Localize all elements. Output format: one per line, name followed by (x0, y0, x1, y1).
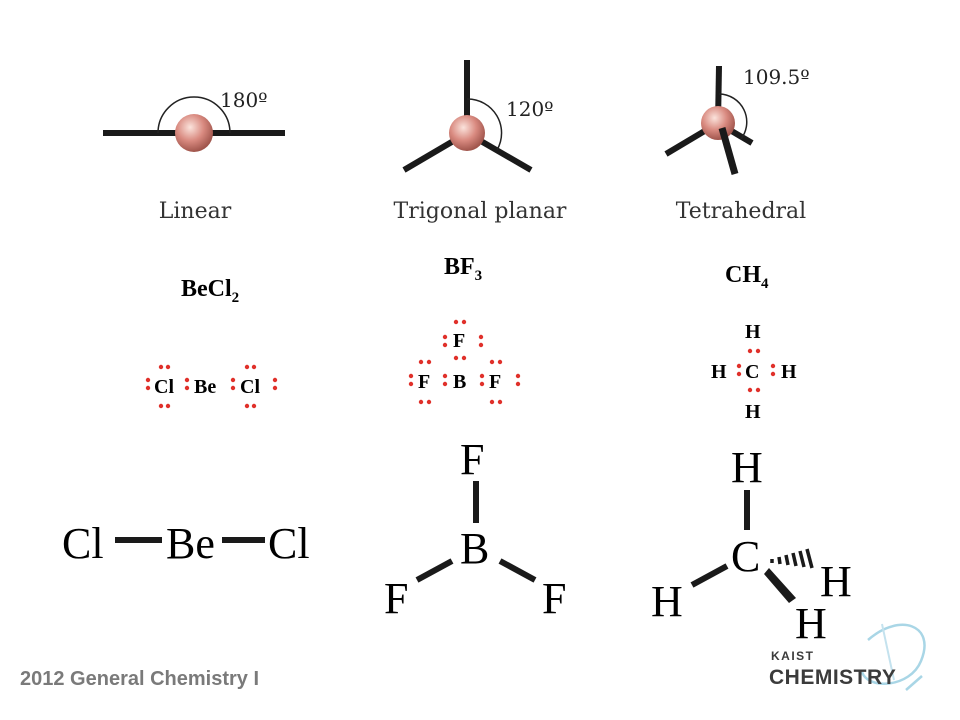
formula-ch4: CH4 (725, 262, 769, 292)
logo-flask-line-icon (881, 623, 895, 681)
lewis-ch4-h-bottom: H (745, 401, 761, 423)
struct-ch4-h-right: H (820, 557, 852, 606)
lewis-bf3-f-left: F (418, 371, 430, 393)
struct-ch4-c: C (731, 532, 760, 581)
struct-ch4-h-bottom: H (795, 599, 827, 648)
footer-course-title: 2012 General Chemistry I (20, 668, 260, 690)
struct-ch4-hashed-wedge (770, 548, 814, 569)
tetra-angle-label: 109.5º (743, 65, 810, 89)
linear-model: 180º Linear (103, 88, 285, 224)
linear-angle-label: 180º (220, 88, 268, 112)
lewis-ch4-h-right: H (781, 361, 797, 383)
lewis-bf3-b: B (453, 371, 466, 393)
lewis-becl2: Cl Be Cl (145, 364, 278, 409)
tetra-angle-arc (718, 93, 748, 140)
struct-becl2-cl-right: Cl (268, 519, 310, 568)
tetra-bond-front (718, 127, 739, 175)
tetra-center-atom (701, 106, 735, 140)
lewis-becl2-cl-right: Cl (240, 376, 260, 398)
struct-ch4-bond-left (690, 563, 729, 588)
struct-ch4-h-left: H (651, 577, 683, 626)
kaist-chemistry-logo: KAIST CHEMISTRY (769, 623, 926, 691)
struct-bf3-bond-right (498, 558, 537, 583)
formula-bf3: BF3 (444, 254, 482, 284)
struct-bf3-b: B (460, 524, 489, 573)
linear-geometry-label: Linear (159, 199, 232, 224)
logo-kaist-text: KAIST (771, 649, 815, 663)
logo-chemistry-text: CHEMISTRY (769, 666, 896, 689)
structure-ch4: H C H H H (651, 443, 852, 648)
lewis-ch4-h-left: H (711, 361, 727, 383)
trigonal-angle-arc (466, 98, 503, 151)
struct-ch4-h-top: H (731, 443, 763, 492)
trigonal-geometry-label: Trigonal planar (394, 199, 567, 224)
struct-becl2-cl-left: Cl (62, 519, 104, 568)
linear-angle-arc (157, 96, 231, 134)
lewis-becl2-be: Be (194, 376, 216, 398)
tetrahedral-model: 109.5º Tetrahedral (664, 65, 810, 224)
logo-swoosh-icon (860, 623, 926, 685)
struct-ch4-solid-wedge (764, 568, 796, 603)
struct-bf3-bond-left (415, 558, 454, 583)
struct-bf3-f-left: F (384, 574, 408, 623)
structure-becl2: Cl Be Cl (62, 519, 310, 568)
lewis-bf3-f-right: F (489, 371, 501, 393)
struct-bf3-f-right: F (542, 574, 566, 623)
structure-bf3: F B F F (384, 435, 566, 623)
tetra-geometry-label: Tetrahedral (676, 199, 806, 224)
lewis-ch4-h-top: H (745, 321, 761, 343)
trigonal-angle-label: 120º (506, 97, 554, 121)
lewis-becl2-electrons (145, 364, 278, 409)
trigonal-center-atom (449, 115, 485, 151)
lewis-bf3: F F B F (408, 319, 521, 405)
lewis-ch4-electrons (736, 348, 776, 393)
formula-becl2: BeCl2 (181, 276, 239, 306)
lewis-becl2-cl-left: Cl (154, 376, 174, 398)
lewis-bf3-f-top: F (453, 330, 465, 352)
lewis-bf3-electrons (408, 319, 521, 405)
logo-tail-icon (905, 675, 923, 691)
linear-center-atom (175, 114, 213, 152)
trigonal-planar-model: 120º Trigonal planar (394, 60, 567, 224)
lewis-ch4-c: C (745, 361, 759, 383)
struct-becl2-be: Be (166, 519, 215, 568)
lewis-ch4: H H C H H (711, 321, 797, 423)
struct-bf3-f-top: F (460, 435, 484, 484)
